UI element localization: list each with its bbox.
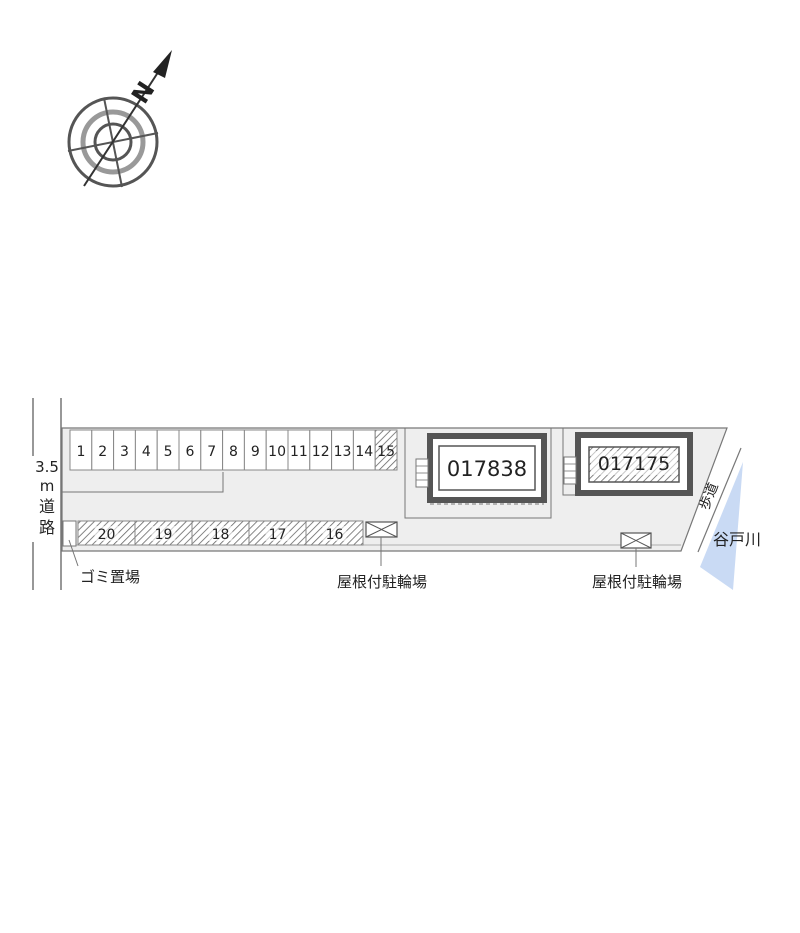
building-id-2: 017175 xyxy=(598,453,671,475)
parking-space-number: 15 xyxy=(377,444,395,460)
lot-divider xyxy=(62,472,224,493)
parking-space-number: 19 xyxy=(155,527,173,543)
parking-space-number: 5 xyxy=(164,444,173,460)
garbage-leader xyxy=(68,539,79,567)
building-017175: 017175 xyxy=(575,432,693,496)
building-id-1: 017838 xyxy=(447,457,527,481)
parking-space-number: 3 xyxy=(120,444,129,460)
north-label: N xyxy=(126,77,160,109)
parking-space-label-bg xyxy=(265,526,290,541)
road-label-width: 3.5 xyxy=(35,458,59,476)
parking-space-number: 4 xyxy=(142,444,151,460)
parking-space-number: 17 xyxy=(269,527,287,543)
parking-space-number: 12 xyxy=(312,444,330,460)
parking-space-number: 8 xyxy=(229,444,238,460)
stairs-icon xyxy=(563,456,577,485)
stairs-icon xyxy=(415,458,429,488)
bike-shed-label-1: 屋根付駐輪場 xyxy=(337,573,427,591)
garbage-label: ゴミ置場 xyxy=(80,568,140,586)
parking-space-number: 20 xyxy=(98,527,116,543)
building-017838: 017838 xyxy=(427,433,547,505)
parking-space-number: 10 xyxy=(268,444,286,460)
parking-row-bottom: 20 19 18 17 16 xyxy=(77,520,364,546)
north-arrow-compass-icon: N xyxy=(67,50,172,188)
bike-shed-2 xyxy=(620,532,652,567)
parking-space xyxy=(374,429,398,471)
parking-space-number: 7 xyxy=(207,444,216,460)
parking-space-number: 9 xyxy=(251,444,260,460)
parking-space-number: 6 xyxy=(185,444,194,460)
parking-space-label-bg xyxy=(94,526,119,541)
parking-space-label-bg xyxy=(322,526,347,541)
road-label-char-2: 路 xyxy=(39,518,55,537)
bike-shed-label-2: 屋根付駐輪場 xyxy=(592,573,682,591)
road-label-unit: m xyxy=(40,477,55,495)
parking-space-number: 13 xyxy=(334,444,352,460)
road-3.5m: 3.5 m 道 路 xyxy=(32,398,62,590)
parking-space-number: 1 xyxy=(76,444,85,460)
parking-space-label-bg xyxy=(151,526,176,541)
parking-space-number: 14 xyxy=(355,444,373,460)
bike-shed-1 xyxy=(365,521,398,566)
parking-space-number: 16 xyxy=(326,527,344,543)
river-label: 谷戸川 xyxy=(713,530,761,549)
parking-space-number: 2 xyxy=(98,444,107,460)
road-label-char-1: 道 xyxy=(39,497,55,516)
parking-space-label-bg xyxy=(208,526,233,541)
parking-space-number: 11 xyxy=(290,444,308,460)
building-1-boundary xyxy=(404,428,552,519)
garbage-area xyxy=(62,520,77,547)
parking-space-number: 18 xyxy=(212,527,230,543)
river-area xyxy=(700,462,743,590)
